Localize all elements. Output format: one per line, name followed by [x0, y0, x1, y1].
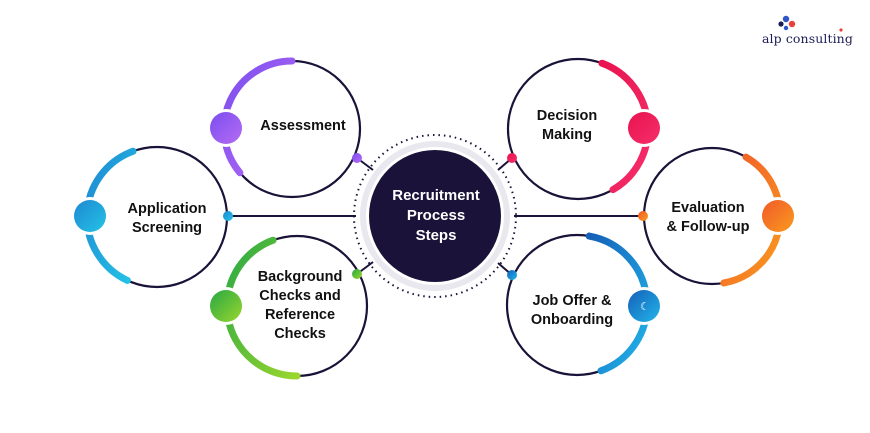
- brand-logo: alp consulting: [762, 14, 856, 50]
- logo-mark-icon: [778, 15, 843, 32]
- moon-icon: ☾: [640, 300, 650, 313]
- step-label-job-offer: Job Offer & Onboarding: [530, 293, 614, 328]
- step-arc-assessment: [220, 57, 296, 177]
- center-circle: [369, 150, 501, 282]
- step-label-decision-making: Decision Making: [536, 108, 598, 143]
- step-label-assessment: Assessment: [260, 118, 346, 134]
- step-node-icon-application-screening: [74, 200, 106, 232]
- step-node-icon-decision-making: [628, 112, 660, 144]
- step-node-icon-job-offer: [628, 290, 660, 322]
- step-node-icon-background-checks: [210, 290, 242, 322]
- connector-dot-application-screening: [223, 211, 233, 221]
- connector-dot-background-checks: [352, 269, 362, 279]
- step-label-background-checks: Background Checks and Reference Checks: [257, 269, 343, 342]
- connector-dot-job-offer: [507, 270, 517, 280]
- connector-dot-decision-making: [507, 153, 517, 163]
- connector-dot-evaluation: [638, 211, 648, 221]
- step-label-application-screening: Application Screening: [127, 201, 207, 236]
- center-label: Recruitment Process Steps: [392, 187, 480, 244]
- brand-name: alp consulting: [762, 31, 853, 46]
- step-node-icon-evaluation: [762, 200, 794, 232]
- step-node-icon-assessment: [210, 112, 242, 144]
- center-dotted-ring: [353, 134, 517, 298]
- connector-dot-assessment: [352, 153, 362, 163]
- step-label-evaluation: Evaluation & Follow-up: [666, 200, 750, 235]
